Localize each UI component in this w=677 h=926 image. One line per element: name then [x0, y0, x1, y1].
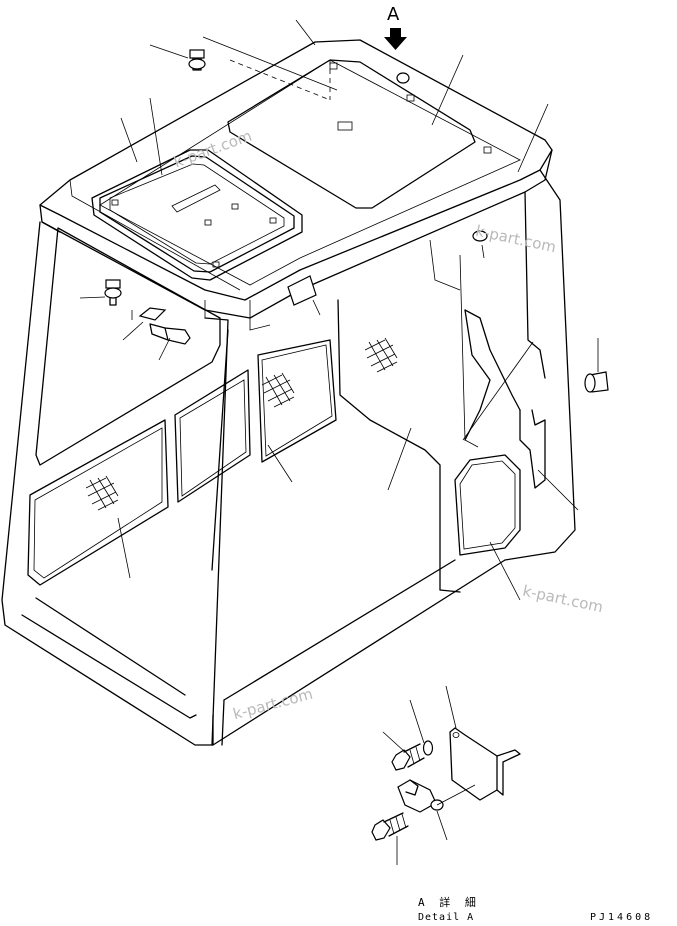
roof-window [91, 149, 303, 281]
side-panels [174, 309, 546, 556]
drawing-code: PJ14608 [590, 912, 654, 923]
detail-title-jp: A 詳 細 [418, 896, 480, 909]
detail-a-assembly [371, 685, 521, 865]
view-marker-label: A [387, 4, 400, 25]
top-nut-icon [396, 72, 410, 84]
top-bolt-icon [188, 49, 206, 71]
cab-frame [1, 169, 576, 746]
mesh-symbols [85, 337, 398, 511]
rear-nut-icon [472, 230, 488, 242]
pillar-bracket-icon [287, 275, 317, 306]
front-window [27, 227, 221, 586]
bracket-icon [138, 307, 167, 321]
hex-bolt-icon [149, 323, 191, 345]
fasteners [104, 49, 609, 393]
view-arrow-a [384, 28, 407, 50]
left-bolt-icon [104, 279, 122, 306]
roof-cover-panel [227, 59, 492, 209]
detail-title-en: Detail A [418, 912, 475, 923]
leader-lines [79, 19, 599, 601]
right-grommet-icon [584, 371, 609, 393]
